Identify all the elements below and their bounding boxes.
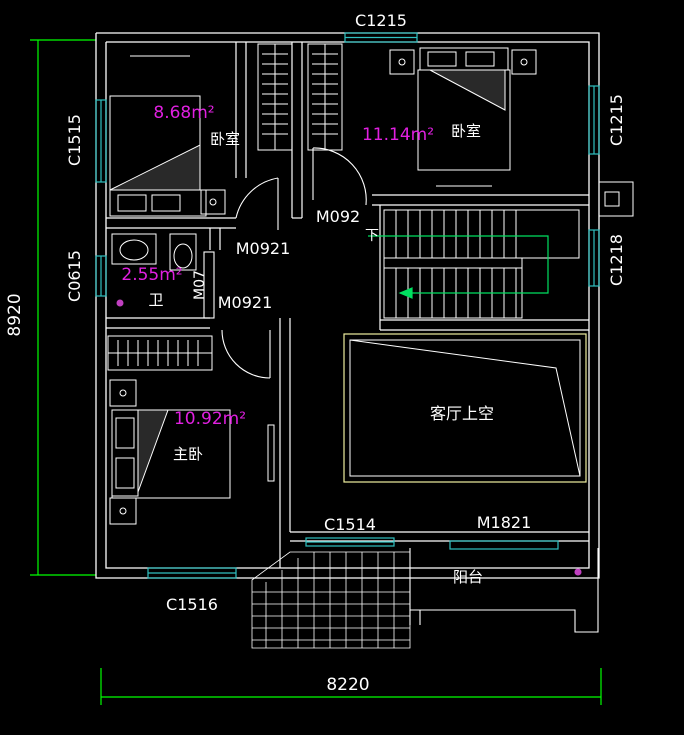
area-master: 10.92m² bbox=[174, 409, 246, 429]
roof-tiles bbox=[251, 551, 411, 649]
window-label-top: C1215 bbox=[355, 11, 407, 30]
area-bedroom-ne: 11.14m² bbox=[362, 125, 434, 145]
living-void bbox=[343, 333, 587, 483]
room-name-void: 客厅上空 bbox=[430, 404, 494, 423]
door-label-bedroom-right: M092 bbox=[316, 207, 360, 226]
balcony bbox=[409, 548, 599, 633]
room-name-balcony: 阳台 bbox=[453, 568, 483, 586]
window-label-bottom-mid: C1514 bbox=[324, 515, 376, 534]
window-label-left-top: C1515 bbox=[65, 114, 84, 166]
area-bath: 2.55m² bbox=[121, 265, 182, 285]
room-name-bath: 卫 bbox=[148, 291, 163, 309]
room-name-bedroom-nw: 卧室 bbox=[210, 130, 240, 148]
stair-down-mark: 下 bbox=[365, 228, 379, 244]
dimension-lines bbox=[30, 39, 602, 705]
beds bbox=[109, 47, 537, 525]
room-name-bedroom-ne: 卧室 bbox=[451, 122, 481, 140]
windows bbox=[95, 32, 600, 579]
wardrobes bbox=[107, 43, 343, 371]
column bbox=[598, 181, 634, 217]
window-label-right-mid: C1218 bbox=[607, 234, 626, 286]
bathroom-fixtures bbox=[111, 233, 197, 307]
doors bbox=[203, 147, 367, 379]
door-label-bath-right: M0921 bbox=[218, 293, 273, 312]
door-label-balcony: M1821 bbox=[477, 513, 532, 532]
area-bedroom-nw: 8.68m² bbox=[153, 103, 214, 123]
window-label-bottom-left: C1516 bbox=[166, 595, 218, 614]
door-label-bedroom-left: M0921 bbox=[236, 239, 291, 258]
stair-direction-arrow bbox=[368, 235, 549, 299]
width-dimension-label: 8220 bbox=[326, 675, 369, 695]
height-dimension-label: 8920 bbox=[5, 293, 25, 336]
exterior-walls bbox=[95, 32, 600, 579]
window-label-left-mid: C0615 bbox=[65, 250, 84, 302]
staircase bbox=[383, 209, 580, 319]
door-label-bath-side: M07 bbox=[192, 270, 208, 300]
window-label-right-top: C1215 bbox=[607, 94, 626, 146]
room-name-master: 主卧 bbox=[173, 445, 203, 463]
